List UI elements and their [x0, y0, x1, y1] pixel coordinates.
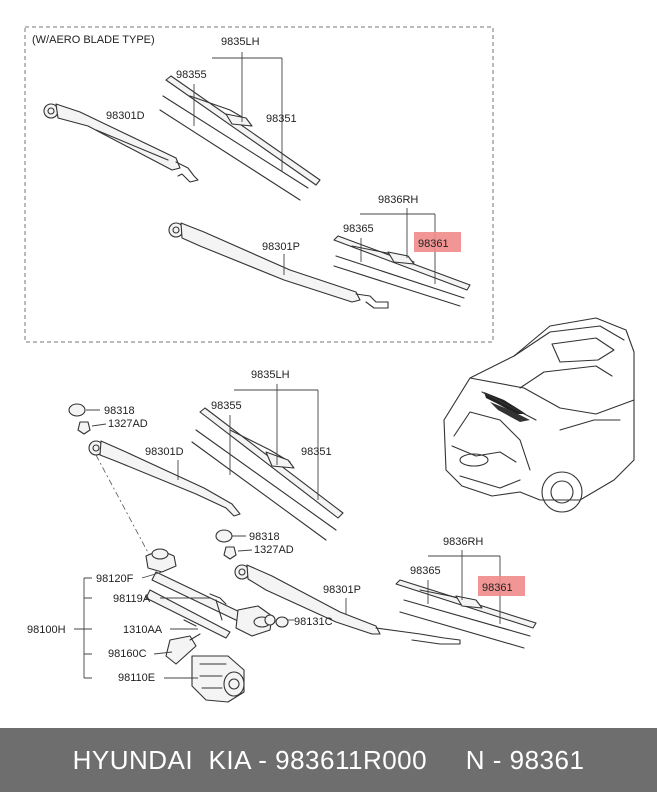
label-top-98365: 98365 [343, 223, 374, 235]
label-bottom-98365: 98365 [410, 565, 441, 577]
top-arm-lh [43, 103, 199, 183]
label-top-9835LH: 9835LH [221, 36, 260, 48]
highlight-bottom-98361 [478, 576, 525, 596]
part-number-text: HYUNDAI KIA - 983611R000 N - 98361 [72, 744, 585, 775]
bottom-blade-rh-labels: 9836RH 98365 [410, 536, 501, 624]
label-98110E: 98110E [118, 672, 155, 684]
label-bottom-98318-b: 98318 [249, 531, 280, 543]
aero-section-frame [24, 26, 494, 343]
label-98160C: 98160C [108, 648, 147, 660]
top-blade-rh-labels: 9836RH 98365 [343, 194, 436, 284]
top-blade-lh [159, 75, 321, 201]
label-bottom-98318-a: 98318 [104, 405, 135, 417]
label-1310AA: 1310AA [123, 624, 163, 636]
label-top-9836RH: 9836RH [378, 194, 418, 206]
part-number-banner: HYUNDAI KIA - 983611R000 N - 98361 [0, 728, 657, 792]
bottom-blade-lh-labels: 9835LH 98355 98351 [211, 369, 332, 500]
label-bottom-98361: 98361 [482, 582, 513, 594]
car-illustration [443, 317, 635, 513]
bottom-cap1 [68, 403, 107, 435]
label-bottom-98301P: 98301P [323, 584, 361, 596]
label-98131C: 98131C [294, 616, 333, 628]
label-bottom-1327AD-a: 1327AD [108, 418, 148, 430]
bottom-arm-rh [234, 564, 461, 645]
label-bottom-9836RH: 9836RH [443, 536, 483, 548]
label-bottom-98355: 98355 [211, 400, 242, 412]
top-blade-rh [333, 235, 471, 307]
label-top-98301D: 98301D [106, 110, 145, 122]
axis-line [95, 454, 153, 561]
label-top-98361: 98361 [418, 238, 449, 250]
label-98120F: 98120F [96, 573, 134, 585]
highlight-top-98361 [414, 232, 461, 252]
bottom-blade-lh [191, 407, 344, 541]
bottom-cap2 [215, 529, 253, 560]
label-top-98355: 98355 [176, 69, 207, 81]
bottom-blade-rh [395, 579, 537, 649]
label-top-98301P: 98301P [262, 241, 300, 253]
top-blade-lh-labels: 9835LH 98355 98351 [176, 36, 297, 172]
label-bottom-9835LH: 9835LH [251, 369, 290, 381]
bottom-cap3 [275, 616, 294, 628]
wiper-parts-diagram: (W/AERO BLADE TYPE) 9835LH 98355 98351 9… [24, 26, 635, 703]
assembly-callouts: 98100H 98120F 98119A 1310AA 98160C 98110… [27, 571, 210, 684]
label-top-98351: 98351 [266, 113, 297, 125]
label-bottom-98301D: 98301D [145, 446, 184, 458]
label-bottom-98351: 98351 [301, 446, 332, 458]
wiper-linkage [145, 548, 276, 703]
top-arm-rh [168, 222, 389, 309]
section-note: (W/AERO BLADE TYPE) [32, 34, 155, 46]
label-98119A: 98119A [113, 593, 151, 605]
label-bottom-1327AD-b: 1327AD [254, 544, 294, 556]
label-98100H: 98100H [27, 624, 66, 636]
